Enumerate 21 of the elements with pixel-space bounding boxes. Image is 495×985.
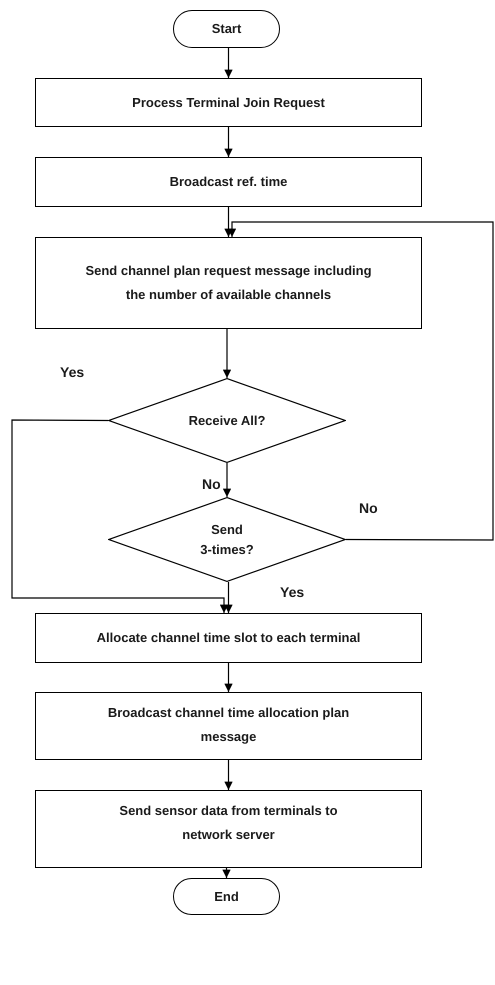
arrow — [224, 663, 233, 692]
process-box: Send sensor data from terminals to network server — [35, 790, 422, 868]
decision-label: Send 3-times? — [199, 520, 255, 558]
arrow — [224, 582, 233, 613]
arrow — [222, 868, 231, 878]
decision-label: Receive All? — [188, 412, 266, 430]
process-box: Process Terminal Join Request — [35, 78, 422, 127]
terminal-pill: End — [173, 878, 280, 915]
process-box: Allocate channel time slot to each terminal — [35, 613, 422, 663]
arrow — [222, 329, 232, 378]
arrow — [224, 48, 233, 78]
process-box: Broadcast ref. time — [35, 157, 422, 207]
terminal-pill: Start — [173, 10, 280, 48]
arrow — [228, 221, 494, 541]
process-box: Send channel plan request message including the number of available channels — [35, 237, 422, 329]
arrow — [224, 760, 233, 790]
process-box: Broadcast channel time allocation plan message — [35, 692, 422, 760]
arrow — [224, 127, 233, 157]
arrow — [224, 207, 233, 237]
arrow — [222, 463, 232, 497]
arrow — [11, 419, 228, 613]
